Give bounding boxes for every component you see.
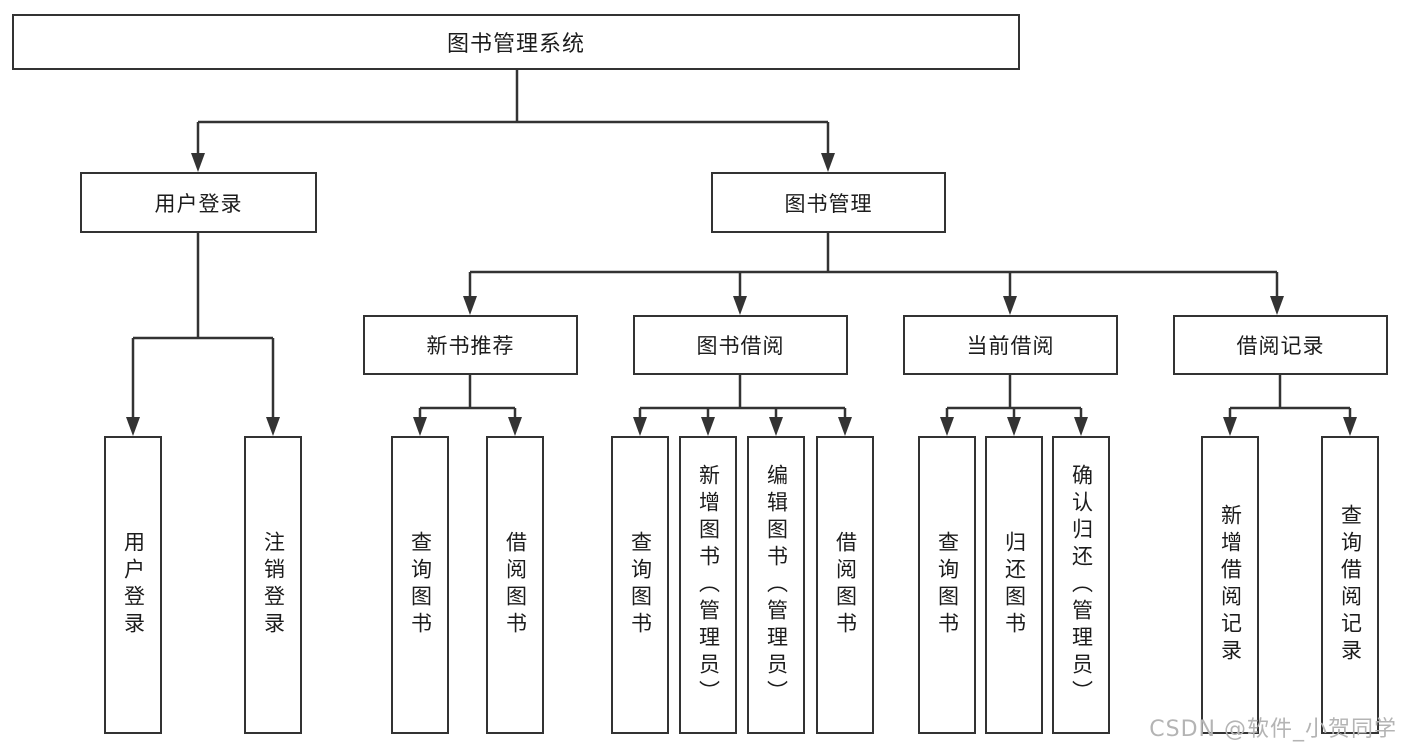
leaf-user-login: 用户登录 <box>104 436 162 734</box>
leaf-confirm-return-admin: 确认归还（管理员） <box>1052 436 1110 734</box>
node-user-login: 用户登录 <box>80 172 317 233</box>
csdn-watermark: CSDN @软件_小贺同学 <box>1149 717 1397 742</box>
leaf-return-books: 归还图书 <box>985 436 1043 734</box>
leaf-edit-books-admin: 编辑图书（管理员） <box>747 436 805 734</box>
leaf-add-books-admin: 新增图书（管理员） <box>679 436 737 734</box>
leaf-logout: 注销登录 <box>244 436 302 734</box>
node-borrowing-records: 借阅记录 <box>1173 315 1388 375</box>
leaf-borrow-books-recommend: 借阅图书 <box>486 436 544 734</box>
node-book-management: 图书管理 <box>711 172 946 233</box>
node-book-borrowing: 图书借阅 <box>633 315 848 375</box>
node-new-book-recommendation: 新书推荐 <box>363 315 578 375</box>
leaf-add-borrow-record: 新增借阅记录 <box>1201 436 1259 734</box>
node-library-management-system: 图书管理系统 <box>12 14 1020 70</box>
leaf-query-borrow-record: 查询借阅记录 <box>1321 436 1379 734</box>
leaf-query-books-borrowing: 查询图书 <box>611 436 669 734</box>
node-current-borrowing: 当前借阅 <box>903 315 1118 375</box>
leaf-query-books-recommend: 查询图书 <box>391 436 449 734</box>
leaf-query-books-current: 查询图书 <box>918 436 976 734</box>
leaf-borrow-books-borrowing: 借阅图书 <box>816 436 874 734</box>
